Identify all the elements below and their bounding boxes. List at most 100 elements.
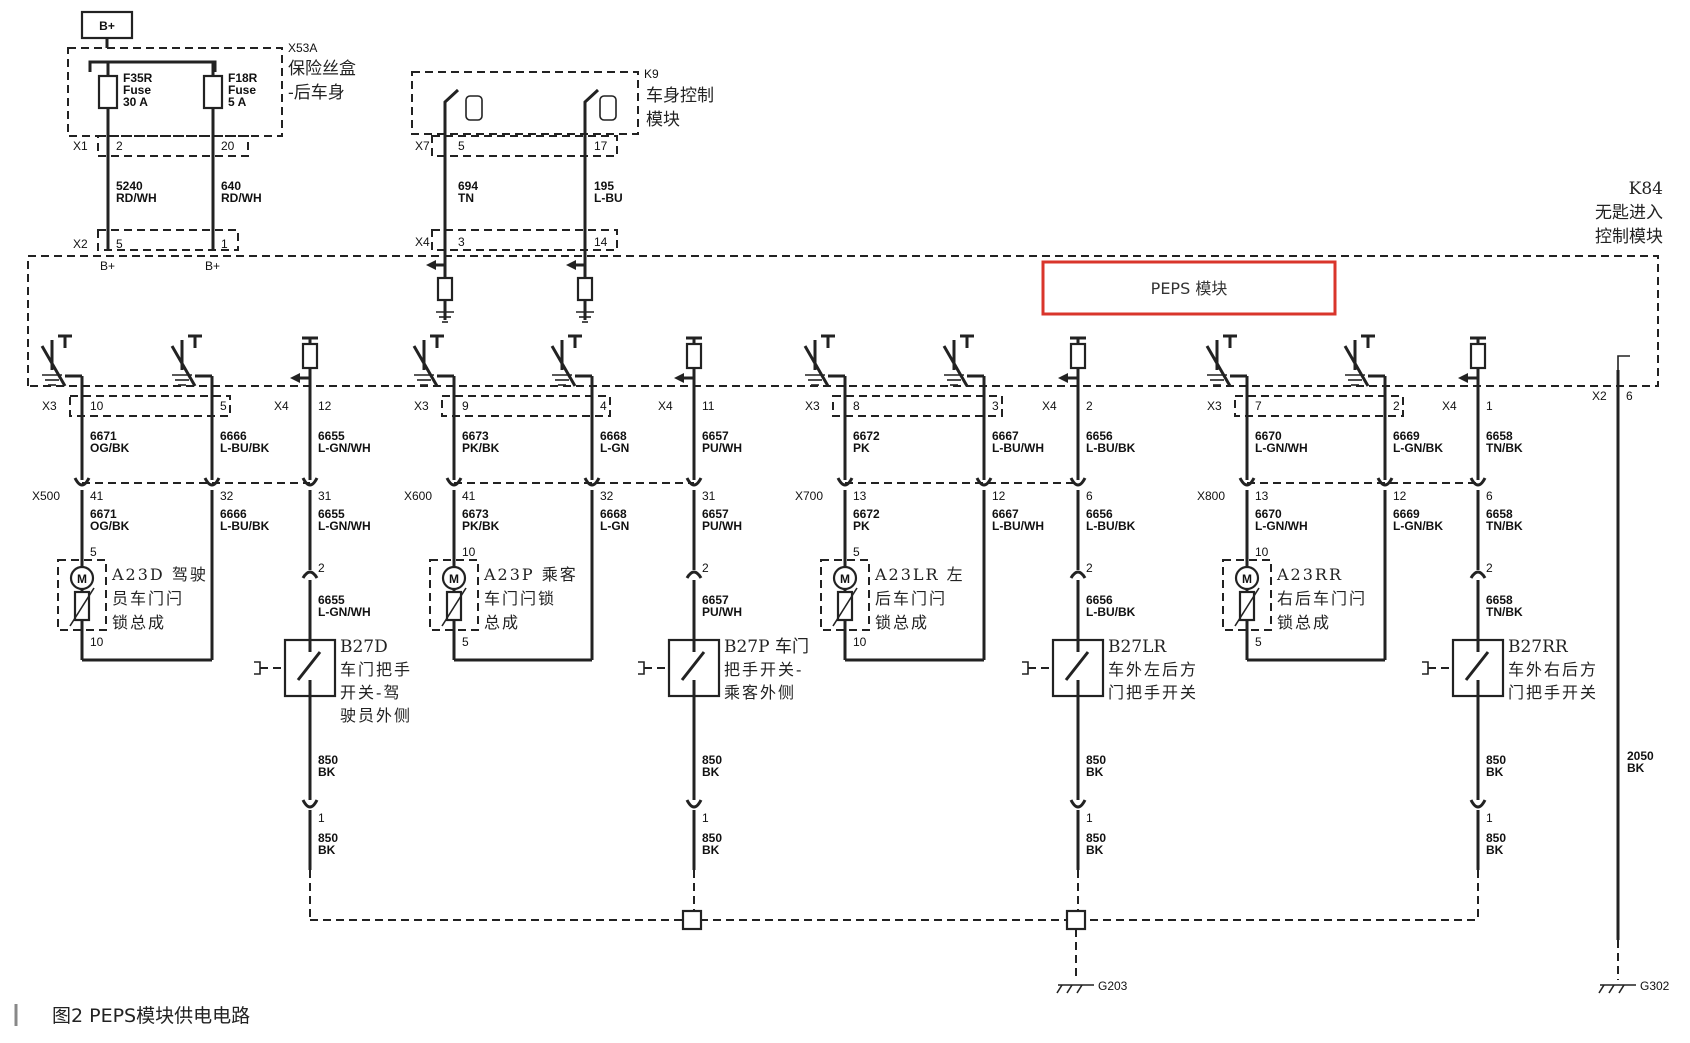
group-1-lock-label-2: 锁总成 — [112, 613, 166, 632]
peps-module-id: K84 — [1629, 179, 1663, 199]
group-4-x3-pin-b: 2 — [1393, 399, 1400, 413]
group-2-lock-label-0: A23P 乘客 — [483, 565, 578, 584]
group-3-lock-pin-bot: 10 — [853, 635, 867, 649]
group-4-lock-pin-bot: 5 — [1255, 635, 1262, 649]
group-2-switch-label-1: 把手开关- — [724, 660, 803, 679]
group-4-inline-connector: X800 — [1197, 489, 1225, 503]
peps-highlight-box — [1041, 260, 1337, 316]
wire-195-color: L-BU — [594, 191, 623, 205]
group-3-x4-label: X4 — [1042, 399, 1057, 413]
wire-694-num: 694 — [458, 179, 478, 193]
group-1-lock-pin-top: 5 — [90, 545, 97, 559]
group-1-inline-connector: X500 — [32, 489, 60, 503]
group-3-x4-pin: 2 — [1086, 399, 1093, 413]
ground-g302-icon — [1598, 984, 1636, 994]
group-3-gnd-pin: 1 — [1086, 811, 1093, 825]
group-4-w1b-color: L-GN/WH — [1255, 519, 1308, 533]
group-4-gnd-wire-color: BK — [1486, 765, 1504, 779]
group-4-sw-wire-num: 6658 — [1486, 593, 1513, 607]
group-4-w3-num: 6658 — [1486, 429, 1513, 443]
group-4-x4-pin: 1 — [1486, 399, 1493, 413]
group-4-x3-pin-a: 7 — [1255, 399, 1262, 413]
group-1-w2-color: L-BU/BK — [220, 441, 270, 455]
fuse-box-name-1: 保险丝盒 — [288, 59, 356, 79]
ground-pin: 6 — [1626, 389, 1633, 403]
group-2-gnd-wire-color: BK — [702, 765, 720, 779]
battery-label: B+ — [99, 19, 115, 33]
group-2-w1-num: 6673 — [462, 429, 489, 443]
group-3-inline-pin-1: 13 — [853, 489, 867, 503]
group-4-resistor — [1469, 342, 1487, 370]
group-3-lock-label-0: A23LR 左 — [874, 565, 965, 584]
fuse-b-name: F18R — [228, 71, 258, 85]
group-4-lock-label-0: A23RR — [1276, 565, 1343, 584]
group-2-gnd-pin: 1 — [702, 811, 709, 825]
group-3-x3-pin-a: 8 — [853, 399, 860, 413]
wire-640-num: 640 — [221, 179, 241, 193]
fuse-b-type: Fuse — [228, 83, 256, 97]
bplus-b: B+ — [205, 259, 220, 273]
group-3-sw-wire-color: L-BU/BK — [1086, 605, 1136, 619]
group-2-w1b-color: PK/BK — [462, 519, 500, 533]
group-2-lock-pin-top: 10 — [462, 545, 476, 559]
group-3-w3-color: L-BU/BK — [1086, 441, 1136, 455]
group-1-switch-pin: 2 — [318, 561, 325, 575]
group-3-w2b-color: L-BU/WH — [992, 519, 1044, 533]
group-2-switch-label-0: B27P 车门 — [724, 637, 809, 657]
group-1-inline-pin-1: 41 — [90, 489, 104, 503]
group-1-w1-num: 6671 — [90, 429, 117, 443]
group-4-w3-color: TN/BK — [1486, 441, 1523, 455]
group-2-w3b-color: PU/WH — [702, 519, 742, 533]
group-4-w2b-num: 6669 — [1393, 507, 1420, 521]
group-1-lock-label-0: A23D 驾驶 — [111, 565, 208, 584]
ground-g203-label: G203 — [1098, 979, 1128, 993]
group-1-switch-label-3: 驶员外侧 — [340, 706, 412, 725]
group-3-lock-label-2: 锁总成 — [875, 613, 929, 632]
group-1-lock-assembly — [57, 559, 107, 631]
peps-module-name-2: 控制模块 — [1595, 227, 1663, 247]
wire-195-num: 195 — [594, 179, 614, 193]
group-2-w3-color: PU/WH — [702, 441, 742, 455]
group-1-motor-icon — [69, 565, 95, 591]
group-2-lock-assembly — [429, 559, 479, 631]
group-1-inline-pin-3: 31 — [318, 489, 332, 503]
bcm-lamp-icon — [465, 95, 483, 121]
ground-g302-label: G302 — [1640, 979, 1670, 993]
group-3-gnd-wire2-color: BK — [1086, 843, 1104, 857]
group-4-sw-wire-color: TN/BK — [1486, 605, 1523, 619]
group-3-lock-label-1: 后车门闩 — [875, 589, 947, 608]
group-3-w3-num: 6656 — [1086, 429, 1113, 443]
group-3-w1-num: 6672 — [853, 429, 880, 443]
group-4-inline-pin-2: 12 — [1393, 489, 1407, 503]
group-4-gnd-pin: 1 — [1486, 811, 1493, 825]
group-1-x4-label: X4 — [274, 399, 289, 413]
ground-g203-icon — [1056, 984, 1094, 994]
bcm-id: K9 — [644, 67, 659, 81]
group-3-gnd-wire-num: 850 — [1086, 753, 1106, 767]
group-2-sw-wire-color: PU/WH — [702, 605, 742, 619]
group-1-gnd-wire-num: 850 — [318, 753, 338, 767]
group-3-motor-icon — [832, 565, 858, 591]
group-1-switch-label-0: B27D — [340, 637, 388, 657]
bcm-name-1: 车身控制 — [646, 86, 714, 106]
group-3-switch-label-2: 门把手开关 — [1108, 683, 1198, 702]
group-3-switch-pin: 2 — [1086, 561, 1093, 575]
group-3-w3b-color: L-BU/BK — [1086, 519, 1136, 533]
group-3-w3b-num: 6656 — [1086, 507, 1113, 521]
splice-2 — [1065, 909, 1087, 931]
group-4-x4-label: X4 — [1442, 399, 1457, 413]
group-3-inline-connector: X700 — [795, 489, 823, 503]
group-3-gnd-wire2-num: 850 — [1086, 831, 1106, 845]
group-1-x3-pin-b: 5 — [220, 399, 227, 413]
group-2-inline-pin-3: 31 — [702, 489, 716, 503]
peps-highlight-label: PEPS 模块 — [1151, 279, 1228, 298]
fuse-f18r — [202, 74, 224, 110]
group-3-inline-pin-3: 6 — [1086, 489, 1093, 503]
x2-connector: X2 — [73, 237, 88, 251]
group-4-lock-assembly — [1222, 559, 1272, 631]
group-1-w1b-num: 6671 — [90, 507, 117, 521]
group-4-switch-pin: 2 — [1486, 561, 1493, 575]
fuse-a-name: F35R — [123, 71, 153, 85]
group-2-w2-num: 6668 — [600, 429, 627, 443]
group-3-w2b-num: 6667 — [992, 507, 1019, 521]
